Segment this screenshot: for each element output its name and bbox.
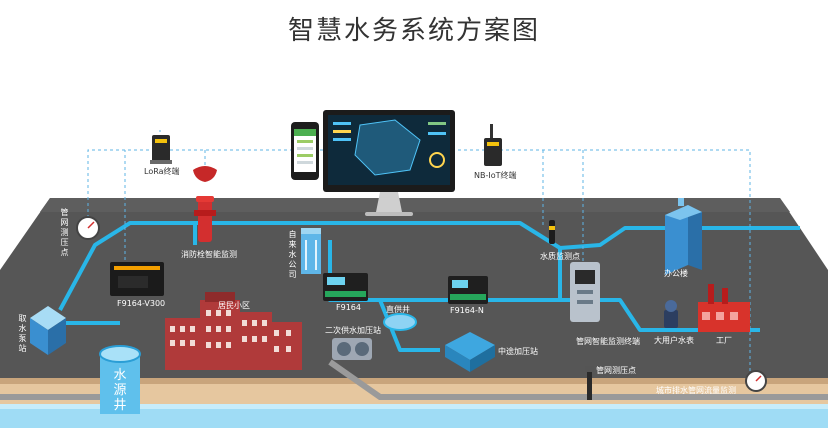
direct-supply-well: [383, 313, 417, 331]
label-pipe-pressure-point2: 管网测压点: [596, 366, 636, 375]
pressure-gauge-left: [76, 216, 100, 240]
label-direct-well: 直供井: [386, 305, 410, 314]
f9164n-device: [448, 276, 488, 304]
mobile-phone: [291, 122, 319, 180]
drainage-pipe: [328, 359, 828, 400]
label-factory: 工厂: [716, 336, 732, 345]
secondary-pump-station: [332, 338, 372, 360]
label-residential: 居民小区: [218, 301, 250, 310]
label-drainage-monitor: 城市排水管网流量监测: [656, 386, 736, 395]
label-big-user-meter: 大用户水表: [654, 336, 694, 345]
lora-terminal-device: [150, 135, 172, 164]
label-device-v300: F9164-V300: [117, 299, 166, 308]
fire-hydrant: [193, 166, 217, 242]
f9164-device: [323, 273, 368, 301]
office-building: [665, 198, 702, 275]
label-device-f9164: F9164: [336, 303, 361, 312]
label-secondary-pump: 二次供水加压站: [325, 326, 381, 335]
label-water-quality-point: 水质监测点: [540, 252, 580, 261]
nbiot-terminal-device: [484, 124, 502, 166]
water-quality-sensor: [549, 220, 555, 244]
factory: [698, 284, 750, 332]
pipe-smart-terminal: [570, 262, 600, 322]
label-mid-pump-station: 中途加压站: [498, 347, 538, 356]
pipe-network: [58, 221, 800, 352]
label-lora-terminal: LoRa终端: [144, 167, 180, 176]
mid-pump-station: [445, 332, 495, 372]
label-office-building: 办公楼: [664, 269, 688, 278]
intake-pump-station: [30, 306, 66, 355]
control-monitor: [323, 110, 455, 216]
label-pipe-smart-terminal: 管网智能监测终端: [576, 337, 640, 346]
label-pipe-pressure-point: 管网测压点: [60, 208, 69, 257]
waterworks-building: [301, 228, 321, 274]
label-device-f9164n: F9164-N: [450, 306, 484, 315]
page-title: 智慧水务系统方案图: [287, 16, 540, 46]
label-waterworks: 自来水公司: [288, 230, 297, 279]
pressure-probe: [585, 366, 594, 400]
f9164-v300-device: [110, 262, 164, 296]
label-nbiot-terminal: NB-IoT终端: [474, 171, 517, 180]
label-intake-station: 取水泵站: [18, 314, 27, 353]
source-well: [99, 345, 141, 414]
big-user-water-meter: [664, 300, 678, 328]
label-fire-hydrant-monitor: 消防栓智能监测: [181, 250, 237, 259]
label-source-well: 水源井: [113, 368, 127, 413]
residential-windows: [170, 310, 291, 352]
pressure-gauge-right: [745, 370, 767, 392]
